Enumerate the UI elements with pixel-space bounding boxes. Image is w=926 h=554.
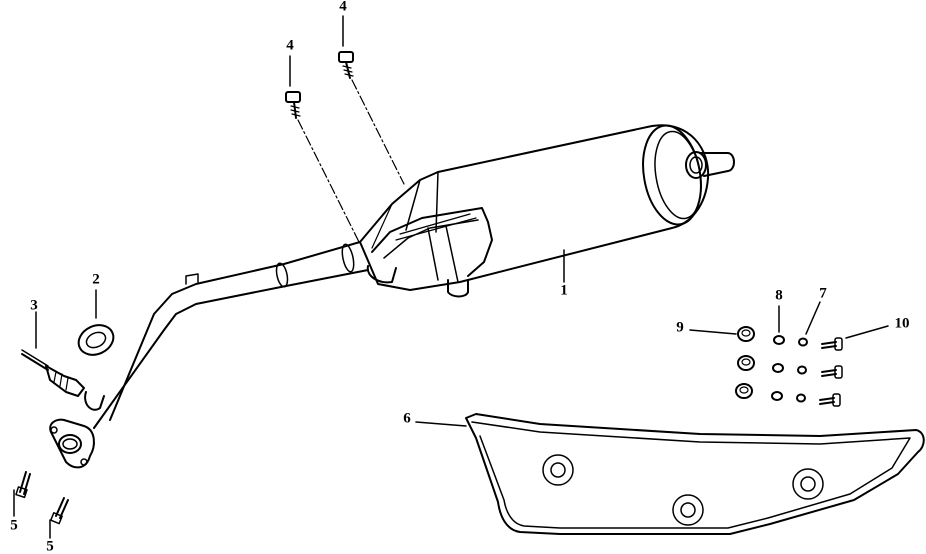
- callout-1: 1: [560, 282, 568, 299]
- header-pipe: [49, 241, 369, 469]
- callout-4-left: 4: [286, 37, 294, 54]
- heat-shield: [465, 413, 925, 535]
- mount-bolts: [285, 51, 405, 245]
- callout-10: 10: [894, 315, 910, 332]
- callout-5-bottom: 5: [46, 538, 54, 554]
- callout-8: 8: [775, 287, 783, 304]
- oxygen-sensor: [21, 349, 85, 397]
- callout-4-right: 4: [339, 0, 347, 15]
- callout-6: 6: [403, 410, 411, 427]
- callout-7: 7: [819, 285, 827, 302]
- leader-lines: [13, 15, 889, 539]
- callout-5-left: 5: [10, 517, 18, 534]
- callout-2: 2: [92, 271, 100, 288]
- gasket: [77, 324, 115, 356]
- callout-3: 3: [30, 297, 38, 314]
- muffler-body: [359, 124, 735, 298]
- flange-bolts: [15, 471, 69, 525]
- shield-hardware: [735, 326, 843, 407]
- callout-9: 9: [676, 319, 684, 336]
